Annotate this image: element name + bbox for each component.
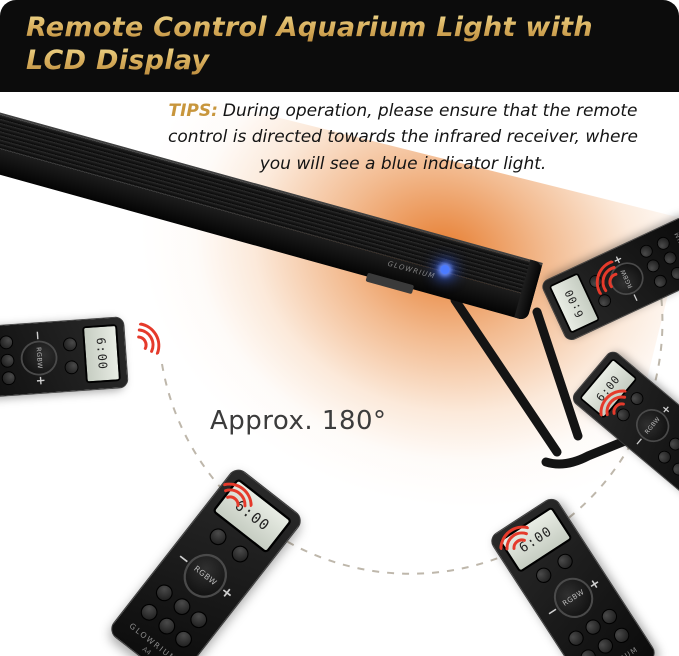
minus-label: − [30,330,45,342]
remote-button [152,581,177,605]
lcd-time: 6:00 [562,286,587,320]
rgbw-dial-label: RGBW [34,346,44,370]
lcd-time: 6:00 [93,337,110,371]
rgbw-dial-label: RGBW [192,564,219,588]
remote-button [669,459,679,478]
rgbw-dial-label: RGBW [561,587,586,608]
remote-button [228,542,253,567]
remote-button [1,370,17,386]
angle-label: Approx. 180° [210,406,387,436]
remote-button [644,257,662,275]
remote-button [169,594,194,619]
rgbw-dial-label: RGBW [643,415,662,436]
remote-button [532,564,554,587]
tips-text: During operation, please ensure that the… [168,101,638,174]
remote-button [577,646,600,656]
remote-button [554,550,576,572]
remote-button [62,336,78,352]
remote-button [0,352,15,368]
lcd-time: 6:00 [231,497,273,535]
rgbw-dial-label: RGBW [619,268,635,290]
remote-button [628,389,647,408]
remote-button [587,272,605,290]
lcd-time: 6:00 [593,372,623,404]
remote-button [655,447,674,466]
page-title-line-1: Remote Control Aquarium Light with [26,12,679,45]
tips-section: TIPS:During operation, please ensure tha… [168,98,638,177]
header-panel: Remote Control Aquarium Light with LCD D… [0,0,679,92]
remote-button-row [62,327,80,385]
remote-button-row [0,331,17,389]
page-title-line-2: LCD Display [26,45,679,78]
remote-button [598,606,620,628]
remote-control-left: 6:00 −RGBW+ GLOWRIUM [0,316,129,400]
remote-button [582,616,604,638]
plus-label: + [33,375,48,387]
remote-button [614,406,633,425]
remote-button [637,242,655,260]
remote-button [661,249,679,267]
rgbw-dial: RGBW [604,256,650,301]
remote-button [596,292,614,310]
rgbw-dial: RGBW [19,339,59,377]
remote-button [610,624,632,647]
remote-button [651,272,669,290]
remote-button [668,264,679,282]
remote-button [205,524,230,549]
remote-button [137,600,162,625]
remote-button [654,235,672,252]
remote-button [154,613,179,638]
remote-button [64,360,79,375]
lcd-display: 6:00 [82,324,121,384]
remote-button [0,335,14,350]
remote-button [186,607,211,632]
remote-button [666,435,679,454]
remote-button [565,627,587,649]
remote-button [171,627,196,651]
lcd-time: 6:00 [516,523,556,556]
remote-button [594,635,616,656]
tips-label: TIPS: [168,101,218,121]
dial-row: − RGBW + [19,328,60,387]
